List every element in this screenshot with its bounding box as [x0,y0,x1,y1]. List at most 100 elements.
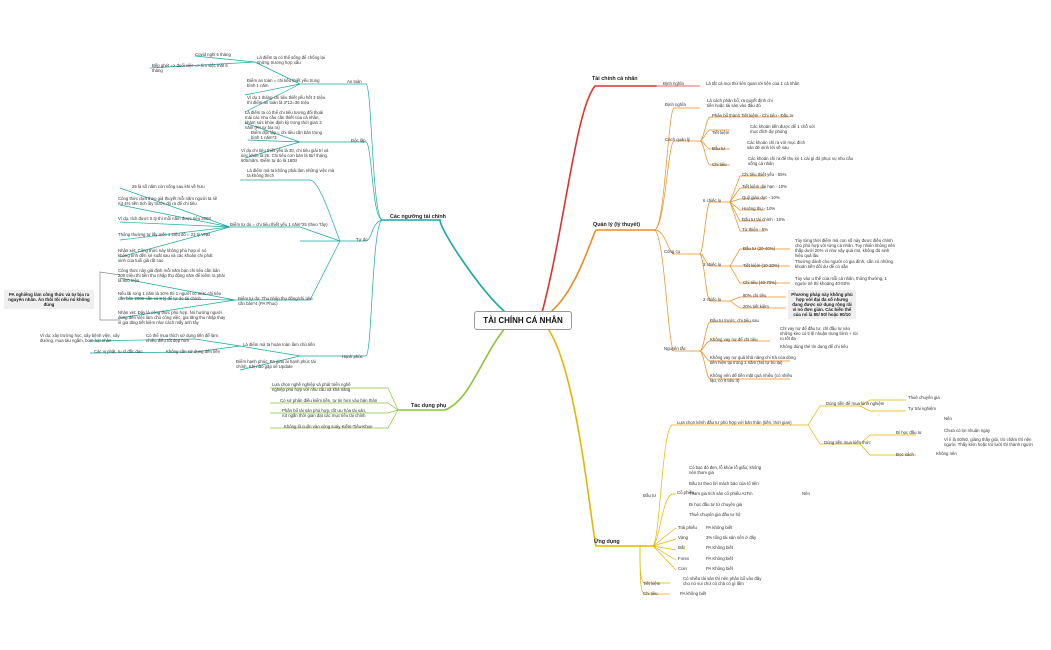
stock-option-3[interactable]: Tham gia tích sản cổ phiếu AzFin [689,491,753,496]
node-dl-c[interactable]: Ví dụ chi tiêu thiết yếu là 3tr, chi tiê… [241,148,329,163]
stock-option-1[interactable]: Có bạc đỏ đen, lỗ khóe lỗ giấu, không nê… [689,465,762,475]
node-mua-kien-thuc[interactable]: Dùng tiền mua kiến thức [824,440,871,445]
three-jar-item-2[interactable]: Tiết kiệm (10-20%) [743,263,780,268]
asset-value-1[interactable]: PA không biết [706,525,733,530]
node-phan-bo-tag[interactable]: Phân bổ thành Tiết kiệm - Chi tiêu - Đầu… [712,113,794,118]
three-jar-item-1[interactable]: Đầu tư (20-40%) [743,246,776,251]
principle-2[interactable]: Không vay nợ để chi tiêu [710,337,758,342]
asset-value-5[interactable]: PA Không biết [706,566,733,571]
principle-2-sub-1[interactable]: Chỉ vay nợ để đầu tư, chỉ đầu tư vào nhữ… [780,326,858,341]
six-jar-item-2[interactable]: Tiết kiệm dài hạn - 10% [742,184,787,189]
node-2-lo-80[interactable]: 80% chi tiêu [743,293,767,298]
node-dl-a[interactable]: Là điểm ta có thể chi tiêu tương đối tho… [245,110,324,130]
node-td-a[interactable]: Là điểm mà ta không phải làm những việc … [247,168,335,178]
three-jar-item-3[interactable]: Chi tiêu (40-70%) [743,280,777,285]
freedom-note-4[interactable]: Thông thường tự lấy mốc 1 triệu đô = 23 … [118,232,211,237]
node-at-c[interactable]: Ví dụ 1 tháng chi tiêu thiết yếu hết 3 t… [247,95,326,105]
pa-freedom-note-1[interactable]: Công thức này giả định mỗi năm bạn chi t… [118,268,225,283]
asset-label-3[interactable]: Đất [678,545,685,550]
node-hanh-phuc[interactable]: Hạnh phúc [342,354,363,359]
node-3-chiec-lo[interactable]: 3 chiếc lọ [703,262,722,267]
node-ql-dinh-nghia[interactable]: Định nghĩa [665,102,686,107]
node-chua-loi-nhuan[interactable]: Chưa có lợi nhuận ngay [944,428,991,433]
branch-quan-ly[interactable]: Quản lý (lý thuyết) [593,222,641,228]
stock-option-5[interactable]: Thuê chuyên gia đầu tư hộ [689,512,741,517]
branch-tac-dung-phu[interactable]: Tác dụng phụ [411,403,447,409]
side-effect-3[interactable]: Phân bổ tài sản phù hợp, tốt ưu hóa tài … [282,408,367,418]
node-nguyen-tac[interactable]: Nguyên tắc [664,346,686,351]
node-hp-b[interactable]: Điểm hạnh phúc: PA giao ai hạnh phúc tài… [236,359,316,369]
pa-freedom-note-3[interactable]: Nhận xét: Đây là công thức phù hợp. Nó h… [118,310,226,325]
three-jar-note-3[interactable]: Tùy vào u thế của mỗi cá nhân, thông thư… [795,276,887,286]
principle-3[interactable]: Không vay nợ quá khả năng chi trả của dò… [710,355,796,365]
asset-label-2[interactable]: Vàng [678,535,689,540]
stock-option-2[interactable]: Đầu tư theo lời mách bảo của tổ tiên [689,481,759,486]
node-6-chiec-lo[interactable]: 6 chiếc lọ [703,198,722,203]
six-jar-item-6[interactable]: Từ thiện - 5% [742,227,769,232]
side-effect-1[interactable]: Lựa chọn nghề nghiệp và phát triển nghề … [272,382,351,392]
node-tiet-kiem[interactable]: Tiết kiệm [712,130,730,135]
branch-tai-chinh-ca-nhan[interactable]: Tài chính cá nhân [592,76,638,82]
node-2-chiec-lo[interactable]: 2 chiếc lọ [703,297,722,302]
freedom-note-1[interactable]: 25 là số năm còn sống sau khi về hưu [132,184,205,189]
asset-label-1[interactable]: Trái phiếu [678,525,697,530]
freedom-note-5[interactable]: Nhận xét: Công thức này không phù hợp vì… [118,248,213,263]
node-ud-tiet-kiem[interactable]: Tiết kiệm [643,581,661,586]
node-at-a[interactable]: Là điểm ta có thể sống để chống lại nhữn… [257,55,325,65]
node-tiet-kiem-text[interactable]: Các khoản tiền được để 1 chỗ với mục đíc… [750,124,815,134]
node-ud-dau-tu[interactable]: Đầu tư [643,493,657,498]
node-cach-quan-ly[interactable]: Cách quản lý [665,137,691,142]
node-dau-tu[interactable]: Đầu tư [712,146,726,151]
node-hp-a1[interactable]: Có thể mua thích sử dụng tiền để làm nhi… [146,333,218,343]
principle-2-sub-2[interactable]: Không dùng thẻ tín dụng để chi tiêu [780,344,848,349]
freedom-note-2[interactable]: Công thức dựa theo giả thuyết mỗi năm ng… [118,196,218,206]
node-bep-ghet[interactable]: Bếp ghét => đuổi việc => tìm việc mất 6 … [152,63,228,73]
node-doc-lap[interactable]: Độc lập [351,138,366,143]
node-ud-chi-tieu-text[interactable]: PA không biết [680,591,707,596]
node-mua-kinh-nghiem[interactable]: Dùng tiền để mua kinh nghiệm [826,401,885,406]
node-covid[interactable]: Covid nghỉ 6 tháng [195,52,231,57]
six-jar-item-5[interactable]: Đầu tư tài chính - 10% [742,217,786,222]
pa-freedom-note-2[interactable]: Nếu lãi rong 1 năm là 10% thì 1 người có… [118,291,222,301]
node-tu-trai-nghiem[interactable]: Tự trải nghiệm [908,406,936,411]
freedom-note-3[interactable]: Ví dụ, tích được 5 tỷ thì mỗi năm được t… [118,216,212,221]
node-2-lo-20[interactable]: 20% tiết kiệm [743,304,769,309]
node-chi-tieu-text[interactable]: Các khoản chi ra để thụ lợi 1 cái gì đó … [748,156,854,166]
asset-value-4[interactable]: PA Không biết [706,556,733,561]
root-node[interactable]: TÀI CHÍNH CÁ NHÂN [474,311,572,330]
side-note-box[interactable]: PA nghiêng làm công thức và tự bịa ra ng… [4,290,94,309]
node-cp-nen[interactable]: Nên [802,491,810,496]
node-td-c[interactable]: Điểm tự do: Thu nhập thụ động/chi tiêu c… [238,296,313,306]
node-hp-a2[interactable]: Không cần sử dụng đến tiền [166,349,221,354]
node-khong-nen[interactable]: Không nên [936,451,957,456]
asset-value-3[interactable]: PA Không biết [706,545,733,550]
node-nen[interactable]: Nên [944,416,952,421]
node-khoa-hoc-text[interactable]: Vì lí là 50/50, giảng thầy giỏi, trò chă… [944,437,1033,447]
node-hp-a2-sub[interactable]: Các vị phật, tu sĩ đắc đạo [94,349,143,354]
three-jar-note-1[interactable]: Tùy từng thời điểm mà con số này được đi… [795,238,896,258]
node-ud-chi-tieu[interactable]: Chi tiêu [643,591,658,596]
node-td-b[interactable]: Điểm tự do = chi tiêu thiết yếu 1 năm*25… [230,222,328,227]
node-lua-chon-kenh[interactable]: Lựa chọn kênh đầu tư phù hợp với bản thâ… [677,420,792,425]
node-dau-tu-text[interactable]: Các khoản chi ra với mục đích sản đẻ sin… [747,140,805,150]
node-dl-b[interactable]: Điểm độc lập = chi tiêu cần bản trung bì… [251,130,323,140]
node-cong-cu[interactable]: Công cụ [664,249,681,254]
six-jar-item-4[interactable]: Hưởng thụ - 10% [742,206,776,211]
asset-label-5[interactable]: Coin [678,566,687,571]
node-tu-do[interactable]: Tự do [356,237,368,242]
node-di-hoc-dau-tu[interactable]: Đi học đầu tư [896,430,922,435]
node-ud-tiet-kiem-text[interactable]: Có nhiều tài sản thì nên phân bổ vào đây… [683,576,762,586]
node-at-b[interactable]: Điểm an toàn = chi tiêu thiết yếu trung … [247,78,320,88]
six-jar-item-3[interactable]: Quỹ giáo dục - 10% [742,195,780,200]
branch-nguong-tai-chinh[interactable]: Các ngưỡng tài chính [390,214,446,220]
node-co-phieu[interactable]: Cổ phiếu [677,490,695,495]
side-effect-2[interactable]: Có sở phân điều kiểm tiền, tự tin hơn và… [280,398,378,403]
branch-ung-dung[interactable]: Ứng dụng [594,539,620,545]
node-an-toan[interactable]: An toàn [347,79,362,84]
side-effect-4[interactable]: Không lũ cuốn vào vòng soáy Kiếm-Tiêu-Kh… [284,424,373,429]
node-thue-chuyen-gia[interactable]: Thuê chuyên gia [908,395,940,400]
asset-label-4[interactable]: Forex [678,556,689,561]
node-doc-sach[interactable]: Đọc sách [896,452,914,457]
node-ql-dn-text[interactable]: Là cách phân bổ, ra quyết định chi tiền … [707,98,773,108]
node-dinh-nghia-tcn-text[interactable]: Là tất cả mọi thứ liên quan tới tiền của… [706,81,800,86]
